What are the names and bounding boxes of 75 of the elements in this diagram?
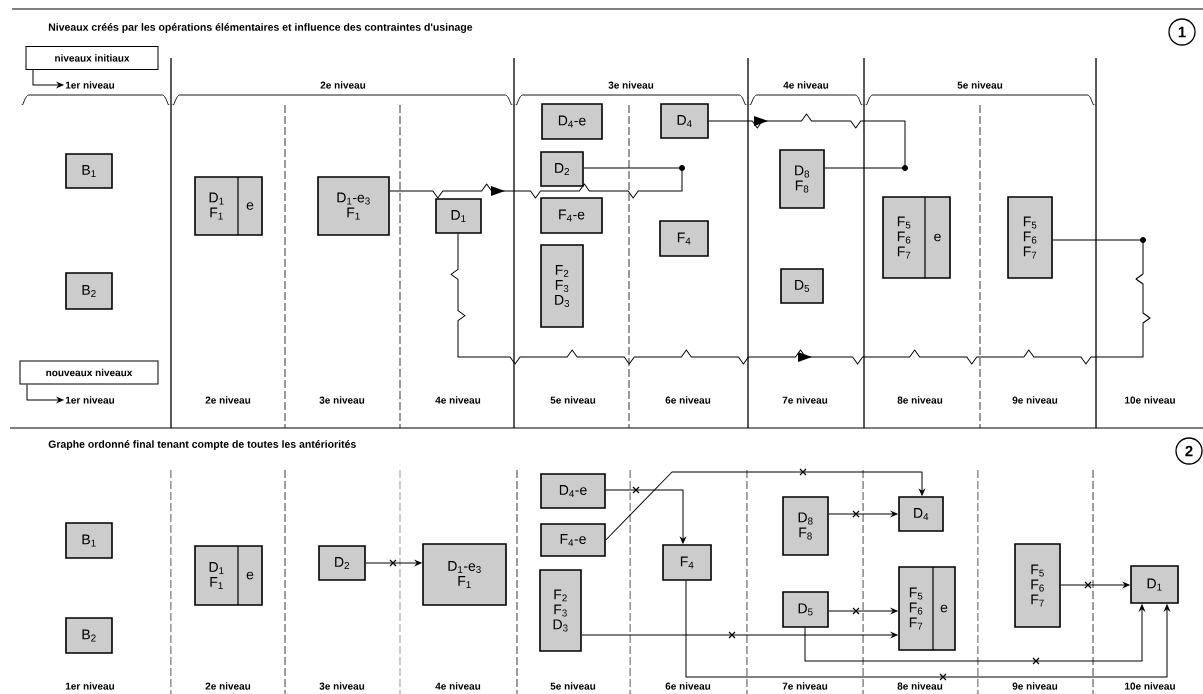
operation-box: D$_{1}$ <box>435 198 482 234</box>
operation-box: D$_{5}$ <box>782 591 829 628</box>
panel-number: 2 <box>1175 437 1203 465</box>
level-label: 10e niveau <box>1125 682 1175 690</box>
level-label: 3e niveau <box>319 682 365 690</box>
operation-box: D$_{1}$ F$_{1}$ e <box>194 176 263 236</box>
operation-box: F$_{4}$ <box>662 544 712 581</box>
operation-box: D$_{2}$ <box>318 545 366 581</box>
level-label: 1er niveau <box>65 396 115 404</box>
level-label: 3e niveau <box>319 396 365 404</box>
legend-box: nouveaux niveaux <box>19 360 159 385</box>
level-label: 2e niveau <box>205 396 251 404</box>
level-label: 8e niveau <box>897 682 943 690</box>
level-label: 6e niveau <box>665 682 711 690</box>
arrow <box>26 384 64 403</box>
panel-title: Niveaux créés par les opérations élémentaires et influence des contraintes d'usinage <box>48 23 473 33</box>
arrow <box>450 233 1151 365</box>
operation-box: D$_{1}$-e$_{3}$ F$_{1}$ <box>317 176 390 236</box>
arrow <box>828 607 898 615</box>
level-label: 1er niveau <box>65 81 115 89</box>
level-label: 4e niveau <box>435 682 481 690</box>
level-label: 4e niveau <box>435 396 481 404</box>
operation-box: B$_{2}$ <box>65 617 113 654</box>
arrow <box>32 69 64 88</box>
level-label: 5e niveau <box>550 396 596 404</box>
legend-box: niveaux initiaux <box>25 46 159 70</box>
operation-box: F$_{5}$ F$_{6}$ F$_{7}$ e <box>898 566 956 651</box>
arrow <box>581 631 898 639</box>
operation-box: B$_{1}$ <box>65 153 113 189</box>
level-label: 6e niveau <box>665 396 711 404</box>
operation-box: F$_{5}$ F$_{6}$ F$_{7}$ <box>1007 196 1053 279</box>
arrow <box>708 113 908 171</box>
level-label: 7e niveau <box>782 682 828 690</box>
operation-box: F$_{4}$ <box>659 220 709 257</box>
panel-title: Graphe ordonné final tenant compte de toutes les antériorités <box>48 440 356 450</box>
operation-box: F$_{5}$ F$_{6}$ F$_{7}$ <box>1014 543 1061 628</box>
operation-box: B$_{2}$ <box>65 272 113 310</box>
operation-box: D$_{4}$-e <box>541 103 603 140</box>
operation-box: D$_{1}$-e$_{3}$ F$_{1}$ <box>422 543 507 606</box>
operation-box: F$_{2}$ F$_{3}$ D$_{3}$ <box>540 244 584 328</box>
operation-box: D$_{8}$ F$_{8}$ <box>782 496 829 556</box>
arrow <box>365 559 422 567</box>
operation-box: D$_{8}$ F$_{8}$ <box>779 149 825 209</box>
arrow <box>828 510 898 518</box>
level-label: 2e niveau <box>205 682 251 690</box>
level-label: 2e niveau <box>320 81 366 89</box>
level-label: 4e niveau <box>783 81 829 89</box>
arrow <box>605 486 686 544</box>
operation-box: F$_{2}$ F$_{3}$ D$_{3}$ <box>539 569 582 652</box>
operation-box: D$_{1}$ <box>1130 565 1179 604</box>
operation-box: D$_{4}$-e <box>540 473 606 509</box>
level-label: 3e niveau <box>608 81 654 89</box>
operation-box: D$_{2}$ <box>540 151 584 187</box>
panel-number: 1 <box>1168 18 1196 46</box>
operation-box: F$_{4}$-e <box>540 197 603 234</box>
level-label: 1er niveau <box>65 682 115 690</box>
arrow <box>685 580 1170 681</box>
operation-box: F$_{5}$ F$_{6}$ F$_{7}$ e <box>882 196 951 279</box>
operation-box: D$_{1}$ F$_{1}$ e <box>194 545 263 606</box>
operation-box: F$_{4}$-e <box>540 523 606 557</box>
level-label: 9e niveau <box>1012 396 1058 404</box>
level-label: 9e niveau <box>1012 682 1058 690</box>
operation-box: D$_{4}$ <box>660 103 709 139</box>
arrow <box>605 468 925 541</box>
arrow <box>804 604 1145 665</box>
operation-box: D$_{5}$ <box>780 268 824 304</box>
operation-box: D$_{4}$ <box>898 496 944 532</box>
operation-box: B$_{1}$ <box>65 522 113 559</box>
level-label: 5e niveau <box>957 81 1003 89</box>
arrow <box>389 165 685 199</box>
arrow <box>1060 581 1130 589</box>
level-label: 7e niveau <box>782 396 828 404</box>
level-label: 10e niveau <box>1125 396 1175 404</box>
level-label: 8e niveau <box>897 396 943 404</box>
level-label: 5e niveau <box>550 682 596 690</box>
